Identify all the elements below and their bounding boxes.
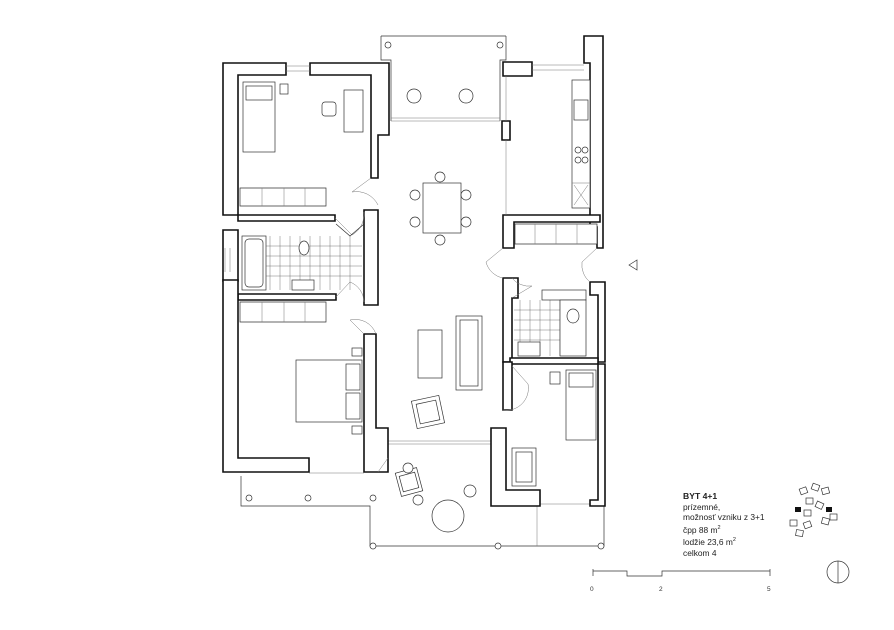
scale-label-5: 5: [767, 586, 771, 593]
scale-label-2: 2: [659, 586, 663, 593]
legend-line-option: možnosť vzniku z 3+1: [683, 512, 765, 523]
key-plan: [789, 482, 838, 538]
legend-line-area: čpp 88 m2: [683, 524, 721, 535]
apartment-title: BYT 4+1: [683, 491, 718, 501]
legend-line-loggia: lodžie 23,6 m2: [683, 536, 736, 547]
north-arrow-icon: [826, 560, 850, 584]
entrance-arrow: [628, 259, 638, 271]
bedroom-top-left-furniture: [239, 81, 364, 207]
bottom-loggia-furniture: [394, 462, 477, 533]
top-loggia: [380, 35, 507, 122]
apartment-legend: BYT 4+1 prízemné, možnosť vzniku z 3+1 č…: [683, 491, 765, 558]
bedroom-bottom-left-furniture: [239, 301, 363, 435]
top-loggia-chairs: [406, 88, 474, 104]
doors: [334, 177, 598, 473]
scale-label-0: 0: [590, 586, 594, 593]
kitchen-counter: [571, 79, 591, 209]
dining-table: [409, 171, 472, 246]
living-furniture: [410, 315, 483, 430]
loggia-posts: [245, 41, 605, 550]
bathroom-right-furniture: [514, 289, 587, 357]
legend-line-floor: prízemné,: [683, 501, 721, 512]
bottom-loggia: [240, 440, 605, 547]
bedroom-bottom-right-furniture: [511, 369, 597, 487]
kitchen-wardrobe: [514, 223, 598, 245]
windows: [224, 64, 584, 272]
scale-bar: [592, 569, 771, 577]
legend-line-total: celkom 4: [683, 547, 717, 558]
walls: [222, 35, 606, 507]
bathroom-left-furniture: [241, 223, 365, 291]
